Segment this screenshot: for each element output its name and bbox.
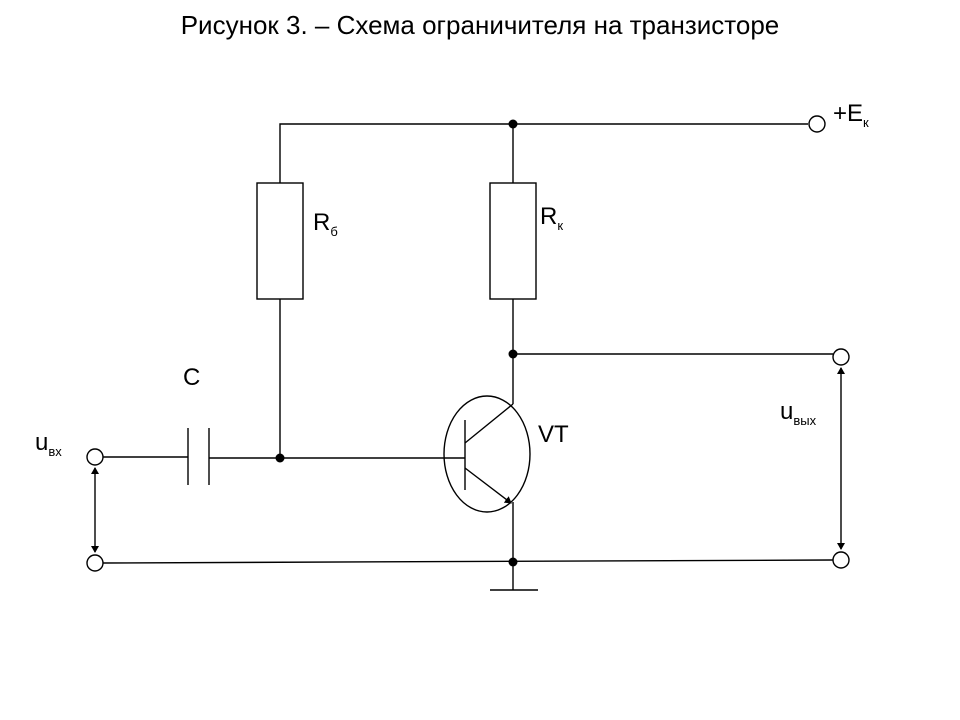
base-resistor-body [256, 182, 304, 300]
figure-title: Рисунок 3. – Схема ограничителя на транз… [180, 10, 780, 40]
ground-junction-node [508, 557, 518, 567]
supply-label: +Eк [833, 100, 869, 130]
output-terminal-bottom [832, 551, 850, 569]
ground-rail [102, 557, 834, 591]
capacitor-label: C [183, 364, 200, 391]
input-voltage-label: uвх [35, 429, 62, 459]
base-resistor-label: Rб [313, 209, 338, 239]
base-resistor [256, 182, 304, 458]
input-terminal-bottom [86, 554, 104, 572]
supply-terminal [808, 115, 826, 133]
output-voltage-label: uвых [780, 398, 817, 428]
input-terminal-top [86, 448, 104, 466]
base-junction-node [275, 453, 285, 463]
output-terminal-top [832, 348, 850, 366]
transistor-collector [464, 403, 514, 444]
collector-junction-node [508, 349, 518, 359]
transistor-label: VT [538, 421, 569, 448]
collector-resistor-body [489, 182, 537, 300]
transistor-envelope [443, 395, 531, 513]
transistor-symbol [443, 395, 531, 590]
collector-resistor [489, 124, 537, 404]
supply-rail [279, 119, 808, 183]
collector-resistor-label: Rк [540, 203, 563, 233]
transistor-emitter-arrow [464, 467, 512, 504]
input-line [103, 428, 465, 485]
output-line [508, 349, 833, 359]
